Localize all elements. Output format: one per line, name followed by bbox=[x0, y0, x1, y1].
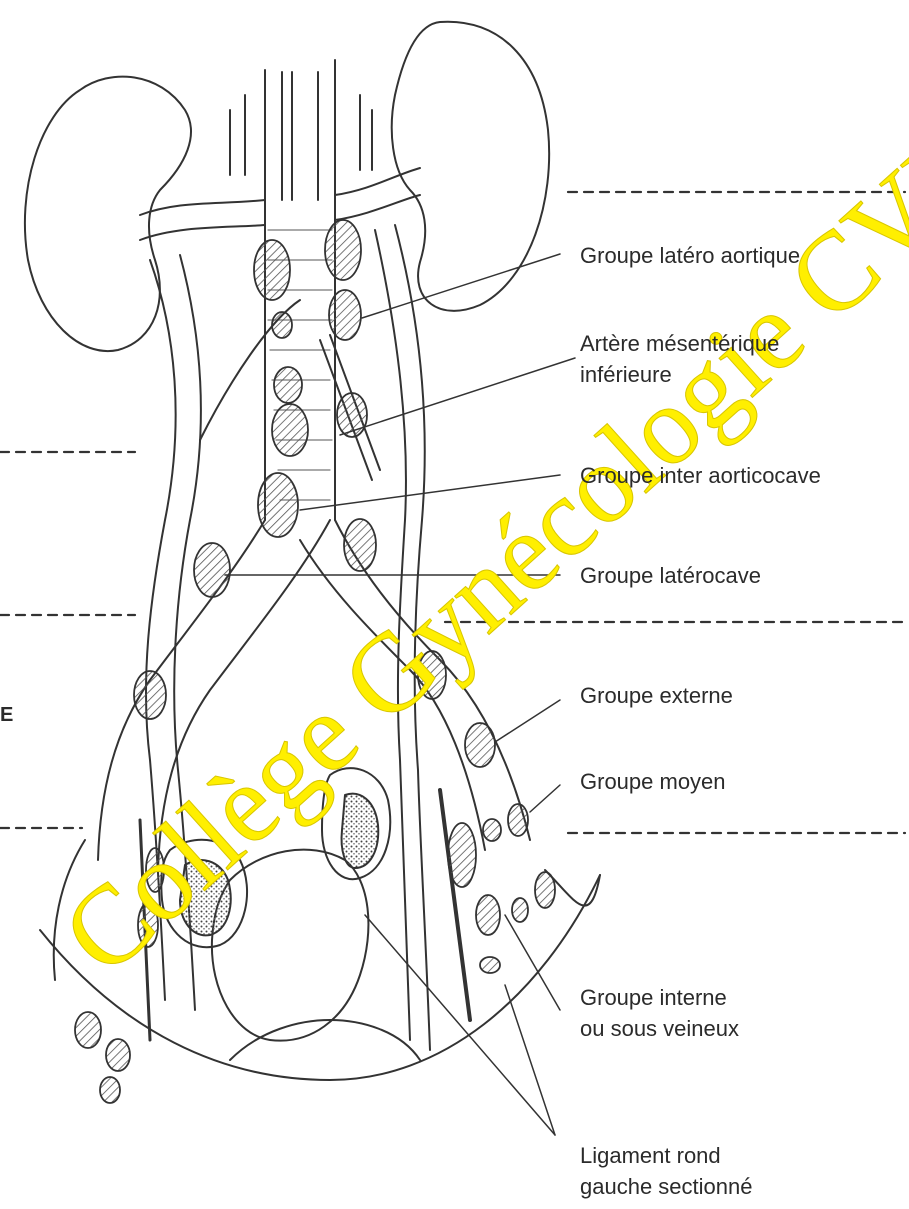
left-margin-letter: E bbox=[0, 700, 13, 731]
label-ligament-rond-line2: gauche sectionné bbox=[580, 1171, 752, 1202]
label-groupe-inter-aorticocave: Groupe inter aorticocave bbox=[580, 460, 821, 491]
label-groupe-interne: Groupe interne ou sous veineux bbox=[580, 982, 739, 1044]
right-ureter bbox=[375, 230, 410, 1040]
label-groupe-moyen: Groupe moyen bbox=[580, 766, 726, 797]
label-groupe-interne-line2: ou sous veineux bbox=[580, 1013, 739, 1044]
right-renal-vessels bbox=[335, 168, 420, 220]
label-groupe-externe: Groupe externe bbox=[580, 680, 733, 711]
label-ligament-rond-line1: Ligament rond bbox=[580, 1140, 752, 1171]
right-kidney bbox=[392, 22, 549, 311]
label-artere-mesenterique-line2: inférieure bbox=[580, 359, 779, 390]
label-groupe-laterocave: Groupe latérocave bbox=[580, 560, 761, 591]
right-gonadal bbox=[395, 225, 430, 1050]
label-groupe-interne-line1: Groupe interne bbox=[580, 982, 739, 1013]
label-artere-mesenterique: Artère mésentérique inférieure bbox=[580, 328, 779, 390]
label-artere-mesenterique-line1: Artère mésentérique bbox=[580, 328, 779, 359]
left-renal-vessels bbox=[140, 200, 265, 240]
label-ligament-rond: Ligament rond gauche sectionné bbox=[580, 1140, 752, 1202]
label-groupe-latero-aortique: Groupe latéro aortique bbox=[580, 240, 800, 271]
left-kidney bbox=[25, 77, 191, 351]
